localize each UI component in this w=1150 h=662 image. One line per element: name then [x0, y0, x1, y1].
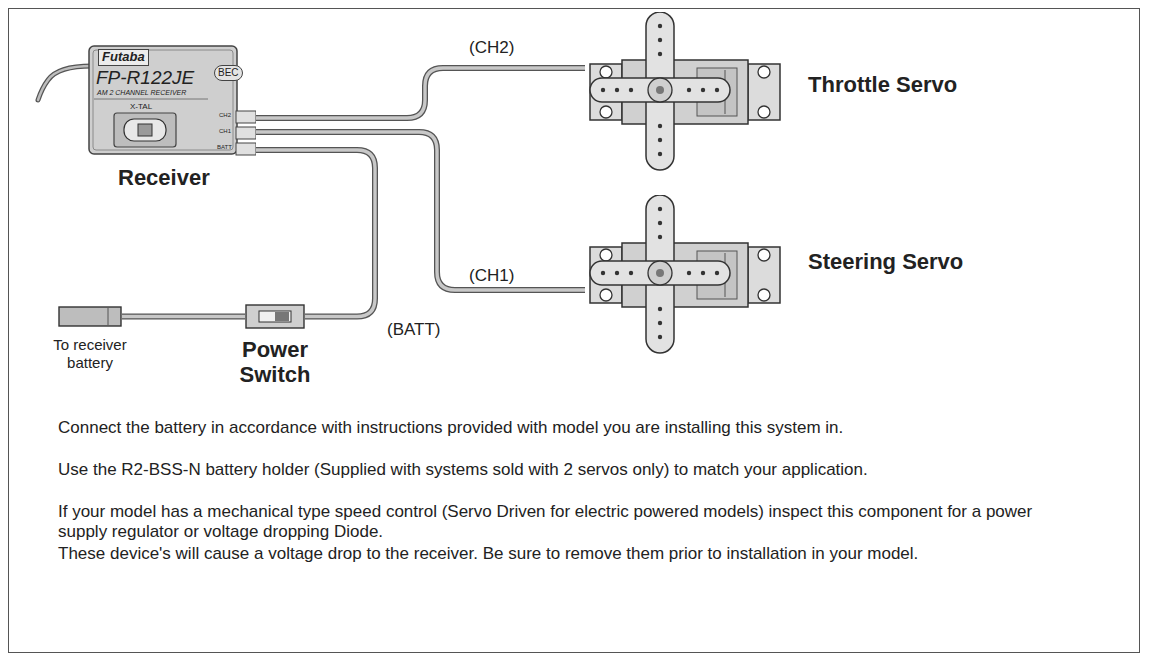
- channel-label: (CH2): [468, 38, 515, 58]
- power-switch-body: [245, 304, 305, 329]
- servo-wire: [256, 150, 375, 317]
- servo-wire: [122, 316, 245, 317]
- channel-label: (CH1): [468, 266, 515, 286]
- servo-wire: [256, 68, 585, 118]
- servo-drawing: [585, 195, 785, 355]
- steering-servo: Steering Servo: [585, 195, 785, 355]
- brand-name: Futaba: [98, 49, 149, 66]
- part-name: Throttle Servo: [808, 72, 957, 97]
- servo-drawing: [585, 12, 785, 172]
- note-text: These device's will cause a voltage drop…: [58, 544, 1048, 564]
- note-text: Use the R2-BSS-N battery holder (Supplie…: [58, 460, 1048, 480]
- battery-plug: To receiver battery: [58, 306, 122, 327]
- throttle-servo: Throttle Servo: [585, 12, 785, 172]
- battery-connector: [58, 306, 122, 327]
- pin-name: CH1: [219, 128, 231, 135]
- servo-wire: [256, 132, 585, 290]
- bec-mark: BEC: [214, 65, 243, 81]
- model-number: FP-R122JE: [96, 67, 194, 89]
- power-switch: Power Switch: [245, 304, 305, 329]
- note-text: Connect the battery in accordance with i…: [58, 418, 1048, 438]
- channel-label: (BATT): [386, 320, 442, 340]
- part-name: Power Switch: [231, 337, 319, 387]
- part-name: Steering Servo: [808, 249, 963, 274]
- note-text: If your model has a mechanical type spee…: [58, 502, 1048, 542]
- pin-name: CH2: [219, 112, 231, 119]
- crystal-label: X-TAL: [130, 102, 152, 111]
- pin-name: BATT: [217, 144, 232, 151]
- receiver-type: AM 2 CHANNEL RECEIVER: [97, 89, 186, 97]
- part-name: Receiver: [118, 165, 210, 190]
- part-note: To receiver battery: [40, 336, 140, 372]
- receiver: FutabaFP-R122JE BEC AM 2 CHANNEL RECEIVER X…: [88, 45, 256, 155]
